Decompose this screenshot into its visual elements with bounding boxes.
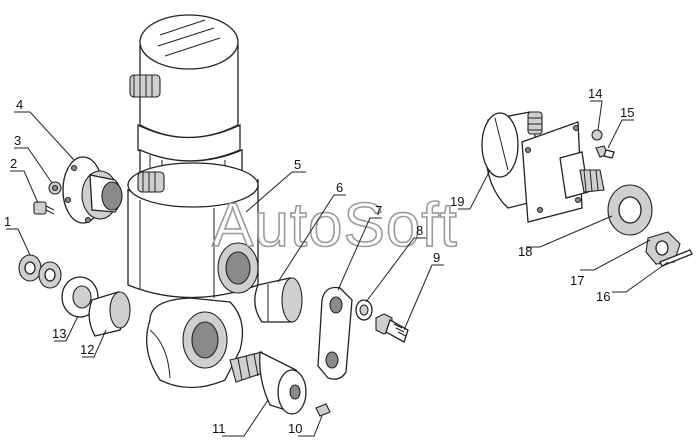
bolt-part-9 — [375, 313, 409, 343]
actuator-assembly — [481, 111, 605, 223]
callout-3: 3 — [14, 133, 21, 148]
washer-part-8 — [355, 299, 373, 321]
callout-17: 17 — [570, 273, 584, 288]
callout-10: 10 — [288, 421, 302, 436]
callout-19: 19 — [450, 194, 464, 209]
callout-15: 15 — [620, 105, 634, 120]
callout-9-lower: 9 — [433, 250, 440, 265]
shaft-part-11 — [229, 350, 307, 415]
washer-part-14 — [591, 129, 603, 141]
bushing-part-12 — [88, 291, 131, 337]
castle-nut-part-17 — [645, 231, 681, 265]
callout-13: 13 — [52, 326, 66, 341]
callout-14: 14 — [588, 86, 602, 101]
bolt-part-2 — [33, 201, 55, 215]
callout-5: 5 — [294, 157, 301, 172]
callout-4: 4 — [16, 97, 23, 112]
grease-fitting-part-10 — [315, 403, 331, 417]
bolt-part-15 — [595, 145, 615, 159]
callout-11: 11 — [212, 421, 226, 436]
callout-8: 8 — [416, 223, 423, 238]
callout-16: 16 — [596, 289, 610, 304]
callout-labels: 1 2 3 4 5 6 7 8 9 10 11 12 13 14 15 16 1… — [4, 86, 634, 436]
callout-7: 7 — [375, 203, 382, 218]
callout-18: 18 — [518, 244, 532, 259]
callout-leaders — [6, 100, 669, 437]
watermark-text: AutoSoft — [212, 191, 458, 260]
lower-elbow-fitting — [146, 297, 244, 389]
flange-part-4 — [62, 156, 123, 224]
plug-part-6 — [254, 277, 303, 323]
nut-part-3 — [48, 181, 62, 195]
main-housing — [127, 14, 259, 299]
callout-2: 2 — [10, 156, 17, 171]
callout-6: 6 — [336, 180, 343, 195]
nuts-part-1 — [18, 254, 62, 289]
nut-part-18 — [607, 184, 653, 236]
link-plate-part-7 — [317, 286, 353, 380]
callout-12: 12 — [80, 342, 94, 357]
washer-part-13 — [61, 276, 99, 318]
callout-1: 1 — [4, 214, 11, 229]
